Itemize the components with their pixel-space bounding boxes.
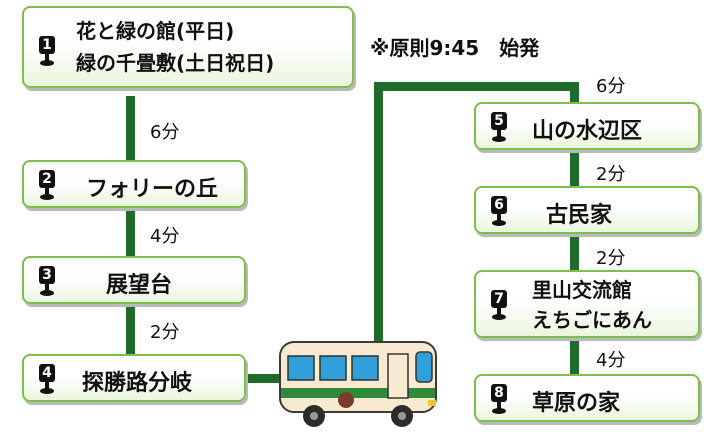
bus-stop-sign-icon: 8 bbox=[490, 384, 508, 414]
bus-window-2 bbox=[319, 355, 347, 381]
travel-time-4-5: 6分 bbox=[596, 76, 626, 97]
route-line-5-6 bbox=[570, 150, 579, 190]
stop-8-name: 草原の家 bbox=[532, 391, 621, 416]
bus-stop-sign-icon: 7 bbox=[490, 290, 508, 320]
bus-stop-sign-icon: 5 bbox=[490, 112, 508, 142]
bus-stripe bbox=[281, 388, 435, 398]
bus-headlight bbox=[428, 400, 436, 406]
travel-time-2-3: 4分 bbox=[150, 226, 180, 247]
travel-time-1-2: 6分 bbox=[150, 122, 180, 143]
bus-windshield bbox=[415, 351, 433, 383]
travel-time-6-7: 2分 bbox=[596, 248, 626, 269]
bus-window-3 bbox=[351, 355, 379, 381]
stop-5-name: 山の水辺区 bbox=[532, 119, 643, 144]
route-line-4-bus bbox=[242, 374, 282, 383]
bus-stop-7: 7 里山交流館 えちごにあん bbox=[474, 270, 700, 338]
bus-stop-2: 2 フォリーの丘 bbox=[22, 160, 246, 208]
bus-stop-8: 8 草原の家 bbox=[474, 374, 700, 422]
bus-stop-sign-icon: 2 bbox=[38, 170, 56, 200]
stop-6-name: 古民家 bbox=[546, 203, 613, 228]
stop-7-name-line-2: えちごにあん bbox=[532, 308, 652, 332]
route-line-2-3 bbox=[126, 208, 135, 262]
bus-illustration bbox=[279, 341, 437, 427]
bus-door bbox=[387, 353, 409, 399]
stop-2-name: フォリーの丘 bbox=[86, 177, 219, 202]
travel-time-5-6: 2分 bbox=[596, 164, 626, 185]
bus-window-1 bbox=[287, 355, 315, 381]
route-line-3-4 bbox=[126, 304, 135, 360]
bus-stop-3: 3 展望台 bbox=[22, 256, 246, 304]
bus-stop-4: 4 探勝路分岐 bbox=[22, 354, 246, 402]
stop-7-name-line-1: 里山交流館 bbox=[532, 278, 632, 302]
route-line-down-5 bbox=[570, 82, 579, 108]
route-line-top bbox=[374, 82, 579, 91]
bus-stop-sign-icon: 4 bbox=[38, 364, 56, 394]
route-line-bus-up bbox=[374, 82, 383, 358]
bus-stop-6: 6 古民家 bbox=[474, 186, 700, 234]
route-line-7-8 bbox=[570, 336, 579, 378]
stop-1-name-line-1: 花と緑の館(平日) bbox=[76, 19, 235, 43]
bus-stop-sign-icon: 3 bbox=[38, 266, 56, 296]
travel-time-7-8: 4分 bbox=[596, 350, 626, 371]
travel-time-3-4: 2分 bbox=[150, 322, 180, 343]
stop-3-name: 展望台 bbox=[106, 273, 173, 298]
stop-1-name-line-2: 緑の千畳敷(土日祝日) bbox=[76, 51, 275, 75]
stop-4-name: 探勝路分岐 bbox=[82, 371, 193, 396]
bus-stop-5: 5 山の水辺区 bbox=[474, 102, 700, 150]
bus-stop-sign-icon: 1 bbox=[38, 36, 56, 66]
bus-mascot bbox=[338, 392, 354, 408]
route-line-1-2 bbox=[126, 96, 135, 166]
route-line-6-7 bbox=[570, 232, 579, 274]
departure-note: ※原則9:45 始発 bbox=[370, 36, 540, 60]
bus-stop-1: 1 花と緑の館(平日) 緑の千畳敷(土日祝日) bbox=[22, 6, 354, 88]
bus-stop-sign-icon: 6 bbox=[490, 196, 508, 226]
